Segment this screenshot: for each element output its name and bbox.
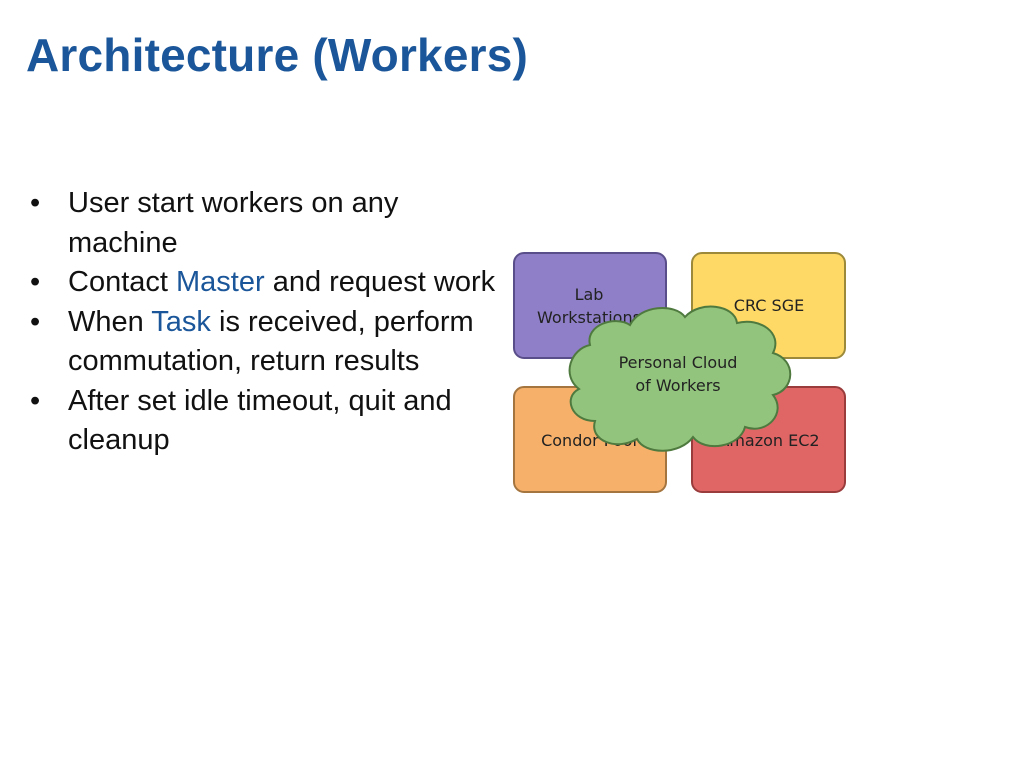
cloud-label-line: of Workers xyxy=(635,376,720,395)
worker-architecture-diagram: Lab Workstations CRC SGE Condor Pool Ama… xyxy=(505,245,855,505)
bullet-text: When xyxy=(68,305,152,338)
bullet-highlight-task: Task xyxy=(151,305,211,338)
personal-cloud-of-workers: Personal Cloud of Workers xyxy=(568,305,792,452)
box-label-line: CRC SGE xyxy=(734,296,804,315)
bullet-text: After set idle timeout, quit and cleanup xyxy=(68,384,452,457)
box-label-line: Amazon EC2 xyxy=(718,431,819,450)
bullet-item: When Task is received, perform commutati… xyxy=(30,303,500,382)
bullet-list: User start workers on any machine Contac… xyxy=(30,184,500,461)
bullet-text-after: is received, perform commutation, return… xyxy=(68,305,474,378)
box-label-line: Lab xyxy=(575,285,604,304)
bullet-text-after: and request work xyxy=(264,266,496,298)
slide-title: Architecture (Workers) xyxy=(26,29,529,81)
bullet-text: Contact xyxy=(68,266,176,298)
bullet-highlight-master: Master xyxy=(176,266,265,298)
cloud-label-line: Personal Cloud xyxy=(619,353,738,372)
bullet-text: User start workers on any machine xyxy=(68,187,399,259)
bullet-item: Contact Master and request work xyxy=(30,263,500,303)
bullet-item: User start workers on any machine xyxy=(30,184,500,263)
bullet-item: After set idle timeout, quit and cleanup xyxy=(30,382,500,461)
